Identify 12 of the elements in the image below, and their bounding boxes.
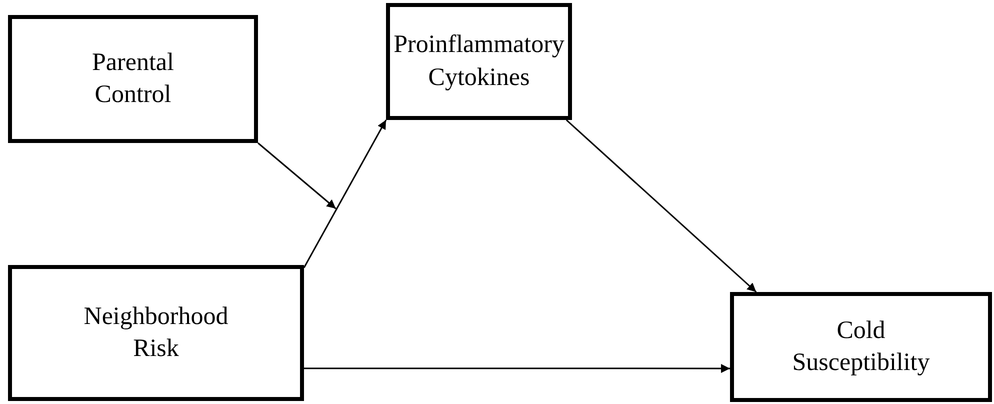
variable-label: Cold Susceptibility (791, 316, 931, 378)
variable-label: Proinflammatory Cytokines (392, 30, 566, 92)
variable-box (8, 15, 258, 143)
arrow (303, 120, 387, 268)
variable-box (730, 292, 992, 402)
arrow (566, 119, 757, 293)
variable-box (386, 3, 572, 120)
arrow (304, 364, 730, 373)
variable-label: Neighborhood Risk (82, 302, 230, 364)
variable-box (8, 265, 304, 401)
arrow (258, 142, 336, 210)
variable-label: Parental Control (91, 48, 175, 110)
